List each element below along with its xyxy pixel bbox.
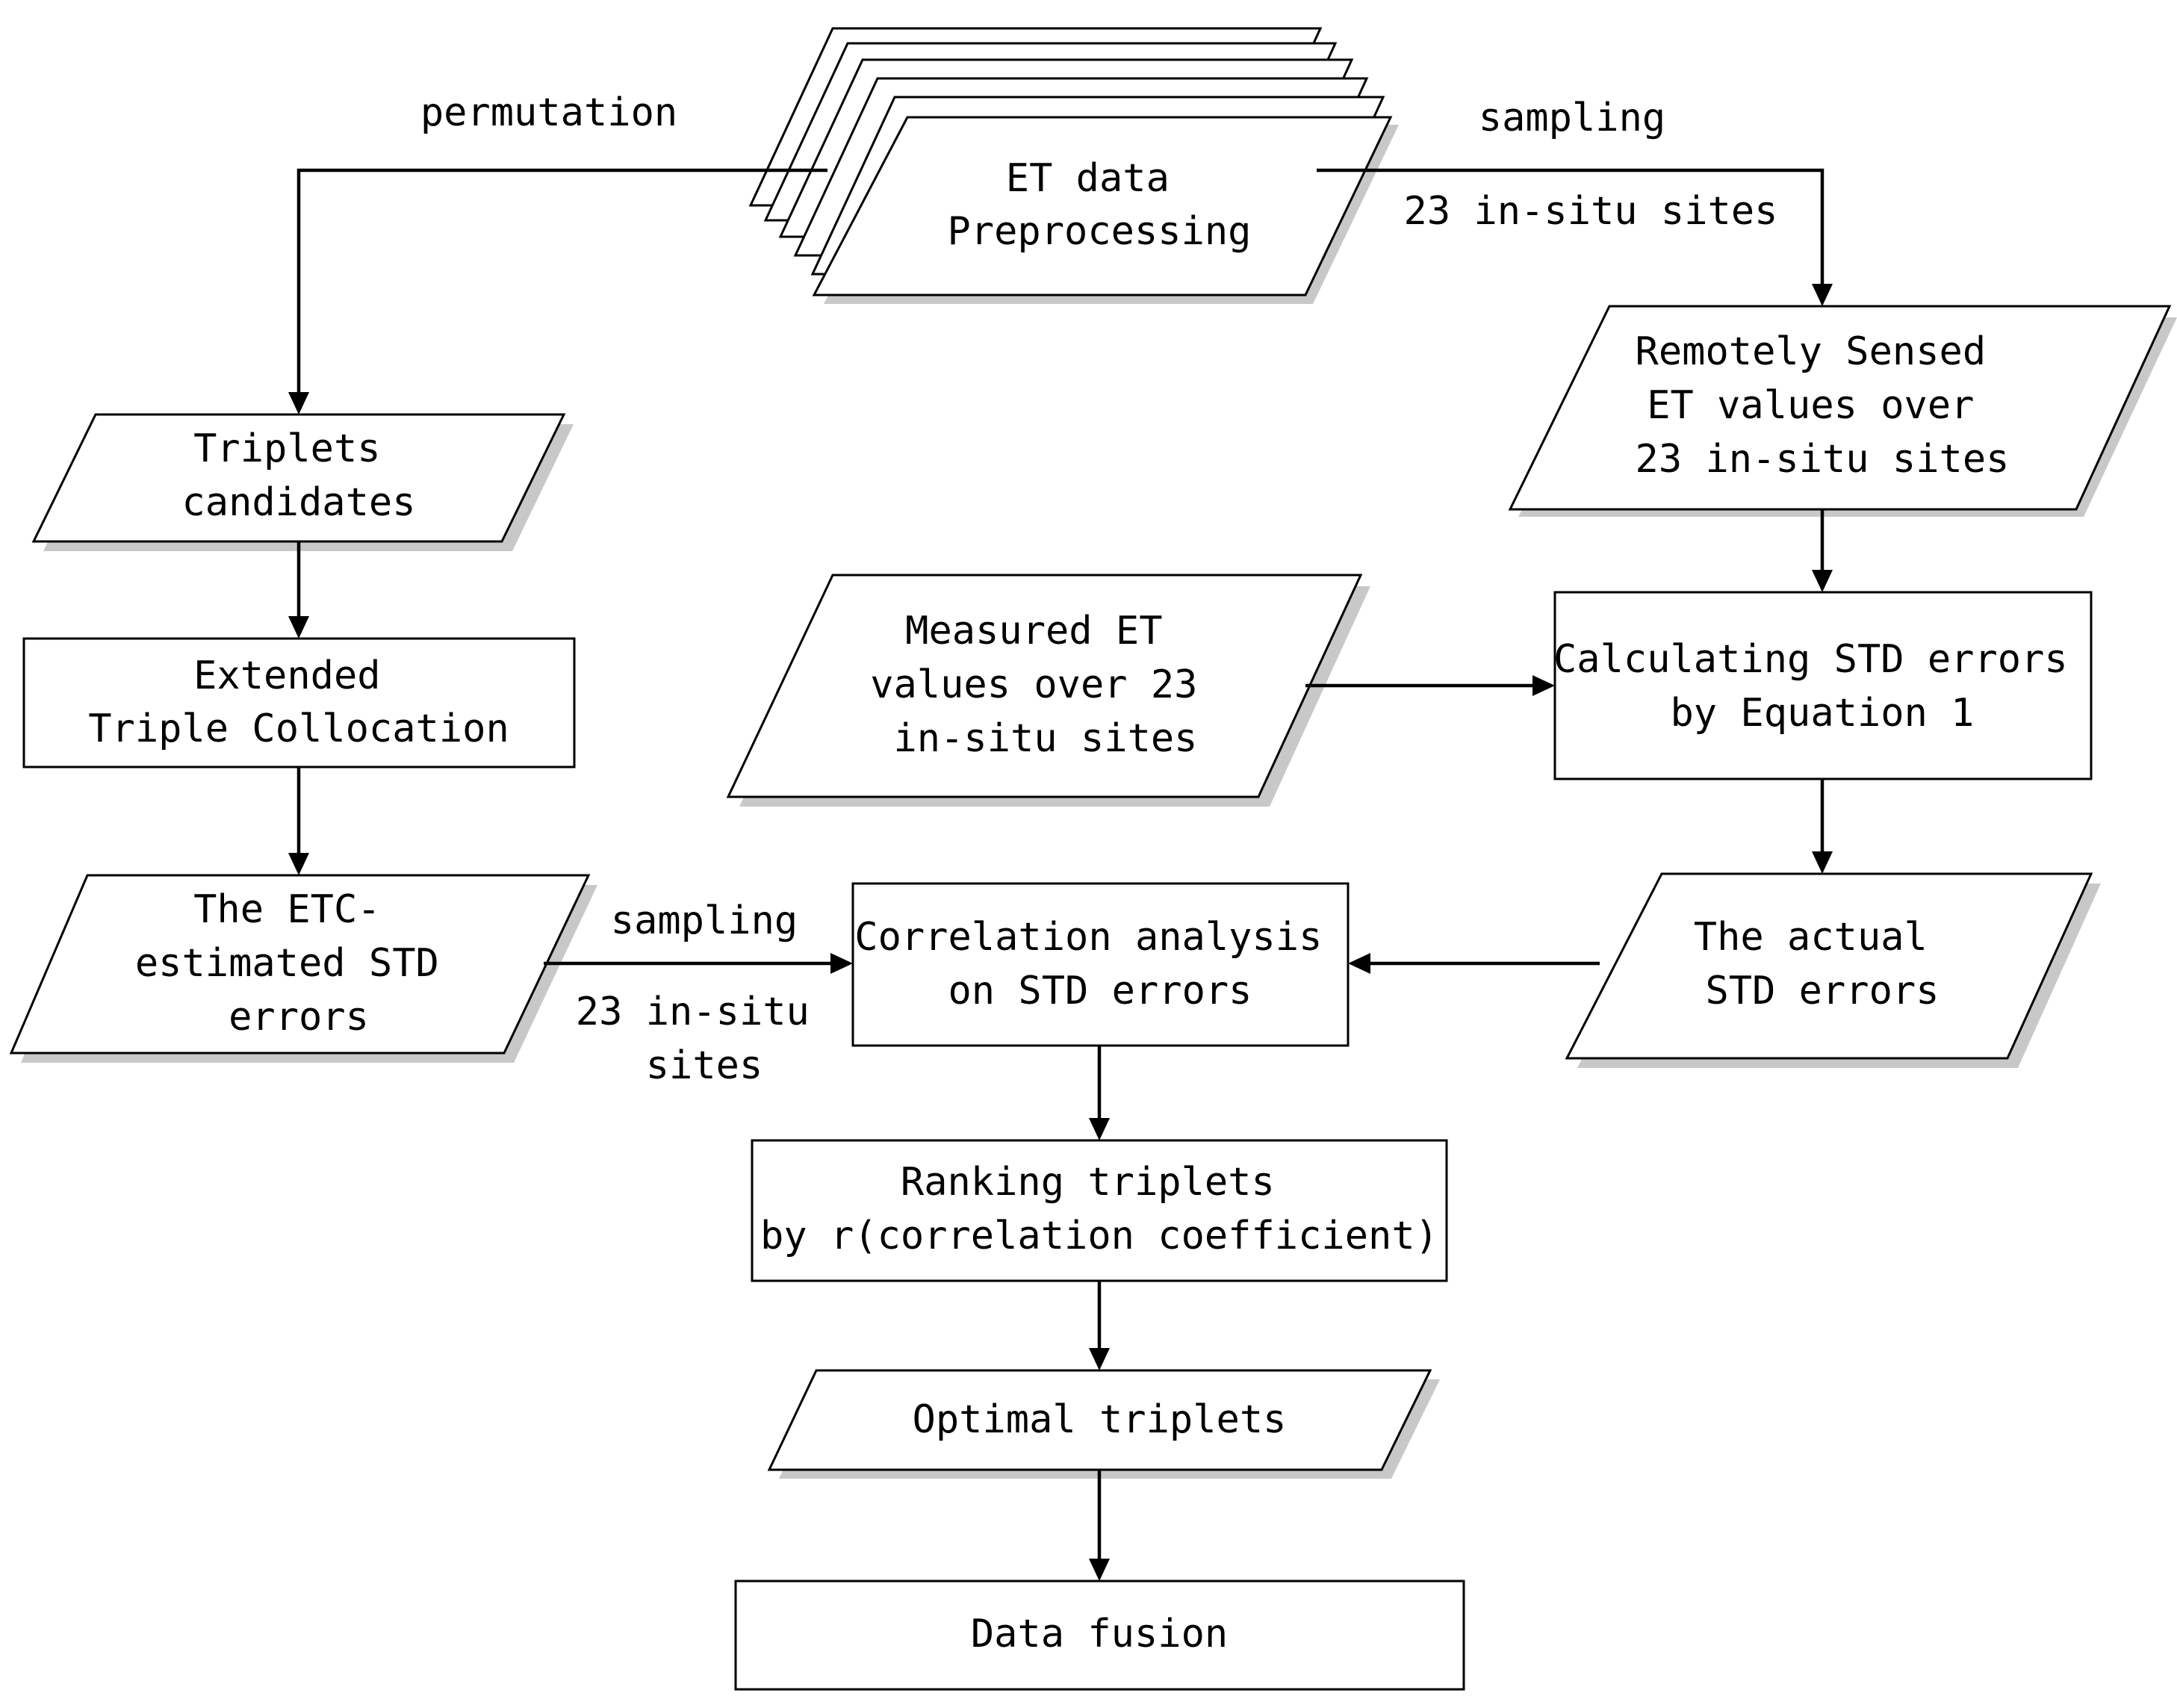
et-data-node (812, 116, 1393, 296)
arrowhead (288, 616, 309, 639)
ranking-label: Ranking triplets by r(correlation coeffi… (760, 1160, 1438, 1258)
et-data-stack (748, 27, 1399, 304)
arrowhead (288, 853, 309, 875)
connector-sampling-top (1317, 168, 1824, 285)
arrowhead (1532, 675, 1555, 696)
label-sites-top: 23 in-situ sites (1404, 189, 1778, 234)
data-fusion-label: Data fusion (971, 1612, 1228, 1656)
calc-std-node (1553, 591, 2093, 780)
arrowhead (1812, 570, 1833, 592)
actual-std-label: The actual STD errors (1694, 915, 1951, 1013)
remote-sensed-label: Remotely Sensed ET values over 23 in-sit… (1636, 329, 2010, 482)
measured-et-label: Measured ET values over 23 in-situ sites (870, 609, 1221, 761)
data-fusion-node (734, 1580, 1465, 1691)
arrowhead (288, 392, 309, 414)
etc-std-errors-label: The ETC- estimated STD errors (135, 887, 462, 1040)
triplets-candidates-node (31, 413, 566, 543)
et-data-label: ET data Preprocessing (948, 156, 1252, 254)
arrowhead (830, 953, 853, 974)
calc-std-label: Calculating STD errors by Equation 1 (1553, 637, 2091, 736)
arrowhead (1812, 851, 1833, 874)
actual-std-node (1565, 872, 2093, 1060)
label-sampling-top: sampling (1479, 96, 1665, 140)
etc-std-errors-node (9, 874, 591, 1055)
remote-sensed-node (1508, 305, 2172, 511)
label-sampling-mid: sampling (611, 898, 798, 943)
optimal-triplets-label: Optimal triplets (913, 1397, 1287, 1442)
label-sites-mid: 23 in-situ sites (576, 990, 833, 1088)
arrowhead (1089, 1118, 1110, 1140)
connector-permutation (296, 168, 827, 394)
arrowhead (1348, 953, 1370, 974)
measured-et-node (726, 574, 1363, 798)
optimal-triplets-node (767, 1369, 1432, 1471)
extended-tc-node (22, 637, 576, 768)
label-permutation: permutation (420, 90, 677, 135)
arrowhead (1089, 1348, 1110, 1370)
triplets-candidates-label: Triplets candidates (181, 426, 415, 525)
correlation-label: Correlation analysis on STD errors (854, 915, 1345, 1013)
arrowhead (1089, 1559, 1110, 1581)
ranking-node (751, 1139, 1448, 1282)
correlation-node (851, 882, 1350, 1047)
extended-tc-label: Extended Triple Collocation (88, 653, 509, 751)
arrowhead (1812, 284, 1833, 306)
